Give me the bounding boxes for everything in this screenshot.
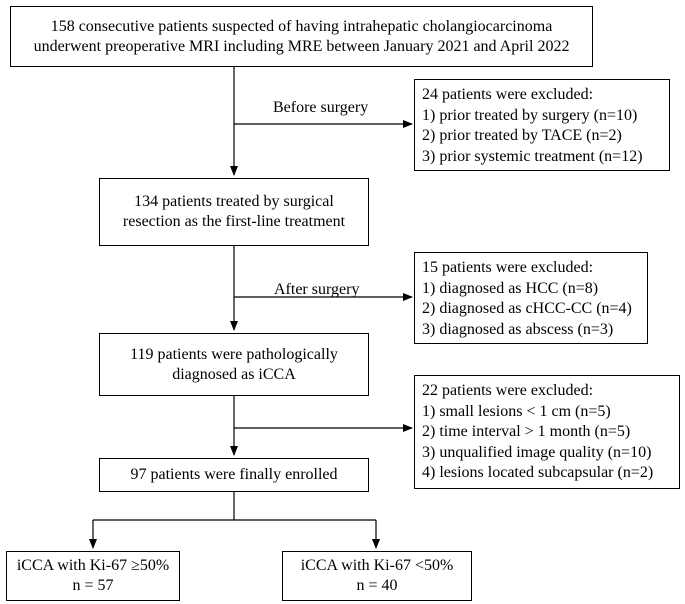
enrolled-line-1: 97 patients were finally enrolled [130, 466, 338, 483]
high-ki67-count: n = 57 [72, 577, 114, 594]
high-ki67-group-box: iCCA with Ki-67 ≥50% n = 57 [6, 551, 180, 601]
exclusion-after-line-4: 3) diagnosed as abscess (n=3) [422, 320, 614, 338]
surgical-resection-line-2: resection as the first-line treatment [122, 213, 346, 230]
initial-cohort-line-1: 158 consecutive patients suspected of ha… [50, 17, 553, 35]
pathology-diagnosis-line-1: 119 patients were pathologically [130, 345, 338, 363]
exclusion-pathology-line-1: 22 patients were excluded: [422, 382, 594, 399]
before-surgery-label: Before surgery [273, 99, 369, 116]
exclusion-after-line-3: 2) diagnosed as cHCC-CC (n=4) [422, 300, 632, 317]
initial-cohort-line-2: underwent preoperative MRI including MRE… [33, 37, 570, 55]
high-ki67-label: iCCA with Ki-67 ≥50% [16, 557, 170, 574]
exclusion-pathology-box: 22 patients were excluded: 1) small lesi… [414, 375, 680, 489]
low-ki67-label: iCCA with Ki-67 <50% [300, 557, 454, 574]
exclusion-pathology-line-4: 3) unqualified image quality (n=10) [422, 443, 652, 461]
exclusion-after-line-2: 1) diagnosed as HCC (n=8) [422, 279, 599, 297]
exclusion-after-line-1: 15 patients were excluded: [422, 259, 594, 276]
exclusion-pathology-line-5: 4) lesions located subcapsular (n=2) [422, 464, 654, 481]
surgical-resection-box: 134 patients treated by surgical resecti… [99, 178, 369, 246]
exclusion-before-line-3: 2) prior treated by TACE (n=2) [422, 127, 622, 144]
low-ki67-count: n = 40 [356, 577, 398, 594]
pathology-diagnosis-box: 119 patients were pathologically diagnos… [99, 333, 369, 396]
surgical-resection-line-1: 134 patients treated by surgical [134, 193, 334, 210]
enrolled-box: 97 patients were finally enrolled [99, 458, 369, 492]
initial-cohort-box: 158 consecutive patients suspected of ha… [10, 6, 593, 67]
low-ki67-group-box: iCCA with Ki-67 <50% n = 40 [282, 551, 472, 601]
pathology-diagnosis-line-2: diagnosed as iCCA [172, 365, 296, 383]
after-surgery-label: After surgery [274, 281, 360, 298]
exclusion-after-surgery-box: 15 patients were excluded: 1) diagnosed … [414, 252, 648, 344]
exclusion-pathology-line-3: 2) time interval > 1 month (n=5) [422, 423, 631, 440]
exclusion-before-line-1: 24 patients were excluded: [422, 86, 594, 103]
exclusion-before-line-4: 3) prior systemic treatment (n=12) [422, 147, 643, 165]
exclusion-before-surgery-box: 24 patients were excluded: 1) prior trea… [414, 79, 670, 171]
exclusion-pathology-line-2: 1) small lesions < 1 cm (n=5) [422, 402, 611, 420]
exclusion-before-line-2: 1) prior treated by surgery (n=10) [422, 106, 638, 124]
